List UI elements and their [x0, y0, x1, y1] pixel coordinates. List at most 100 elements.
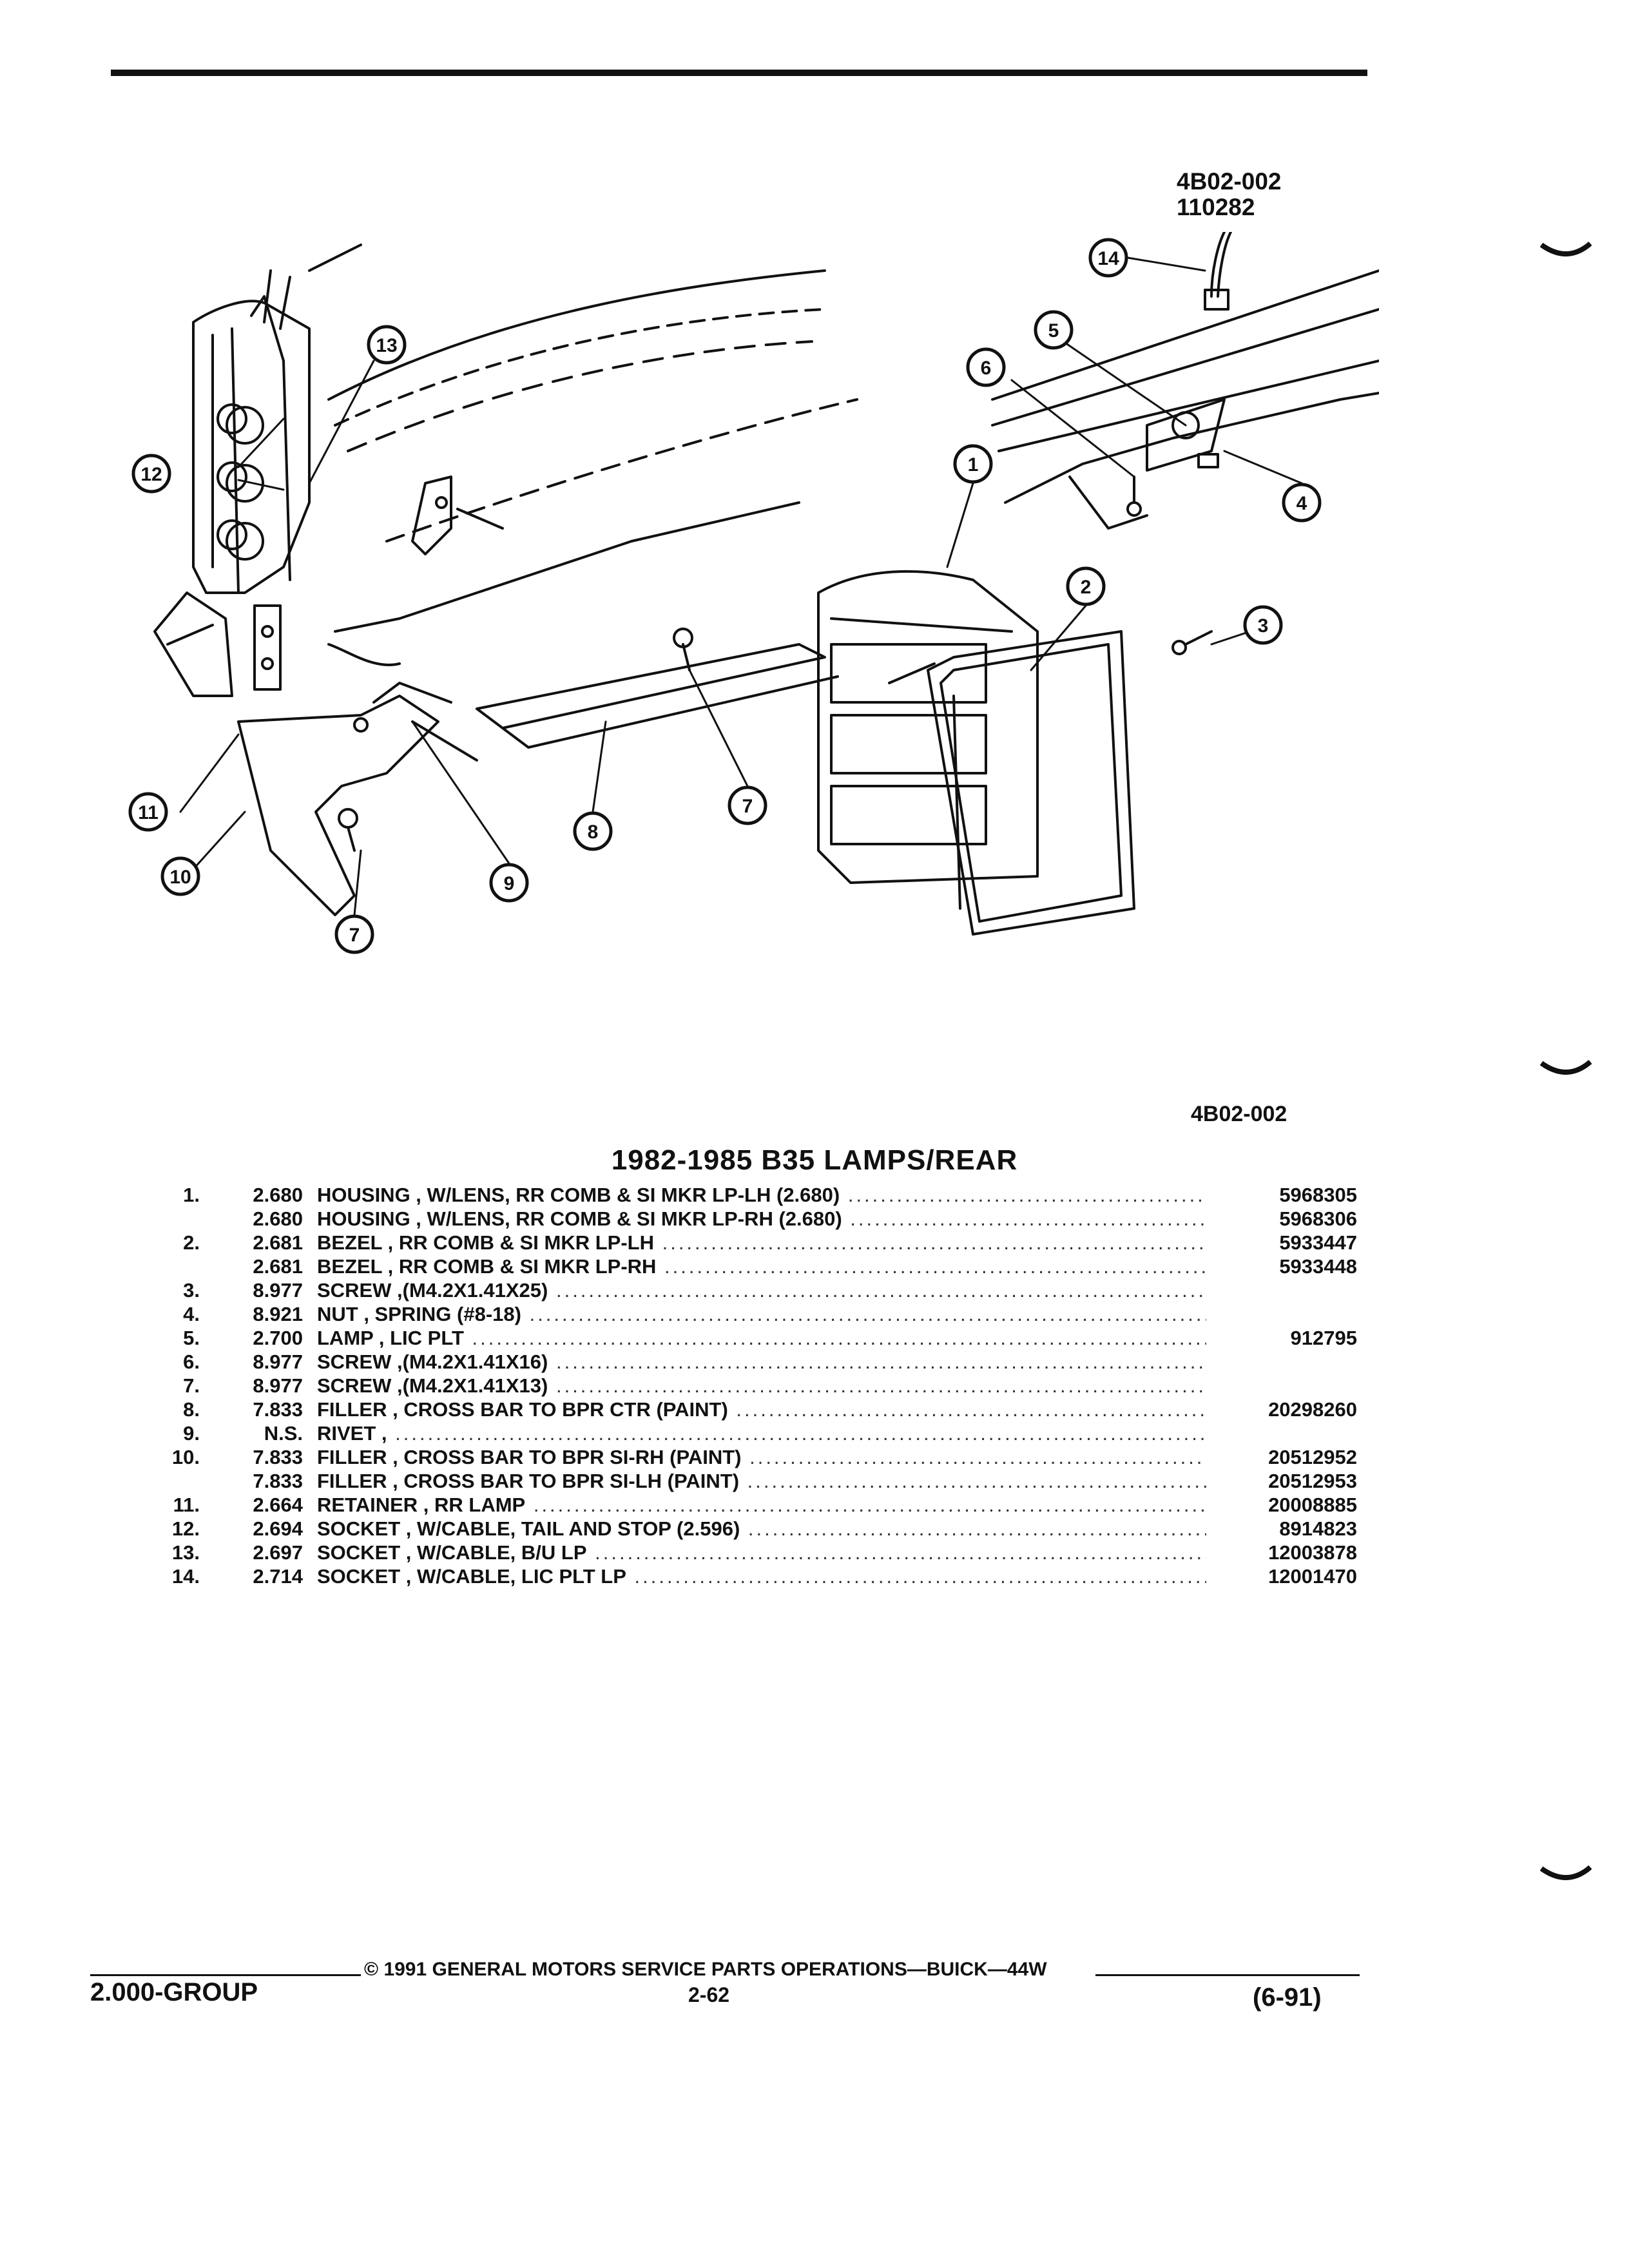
group-number: 2.694	[253, 1517, 303, 1540]
ref-number: 11.	[173, 1494, 200, 1516]
part-detail: , CROSS BAR TO BPR SI-LH (PAINT)	[387, 1470, 740, 1492]
ref-number: 9.	[183, 1422, 200, 1445]
dot-leader: ........................................…	[662, 1231, 1206, 1254]
group-number: 2.680	[253, 1184, 303, 1206]
part-description: SOCKET , W/CABLE, TAIL AND STOP (2.596) …	[317, 1517, 1206, 1541]
callout-2	[1066, 566, 1106, 606]
callout-8	[573, 811, 613, 851]
part-detail: , W/LENS, RR COMB & SI MKR LP-RH (2.680)	[410, 1207, 842, 1230]
dot-leader: ........................................…	[747, 1470, 1206, 1492]
parts-row: 2.681 BEZEL , RR COMB & SI MKR LP-RH ....…	[148, 1254, 1360, 1278]
part-detail: ,(M4.2X1.41X16)	[391, 1350, 548, 1373]
part-name: FILLER	[317, 1470, 387, 1492]
parts-row: 12. 2.694 SOCKET , W/CABLE, TAIL AND STOP …	[148, 1517, 1360, 1541]
part-number: 5968305	[1279, 1184, 1357, 1206]
callout-9	[489, 863, 529, 903]
callout-11	[128, 792, 168, 832]
dot-leader: ........................................…	[595, 1541, 1206, 1564]
dot-leader: ........................................…	[664, 1255, 1206, 1278]
svg-text:13: 13	[376, 335, 397, 356]
page-number: 2-62	[688, 1983, 730, 2006]
page-title: 1982-1985 B35 LAMPS/REAR	[611, 1144, 1018, 1176]
part-detail: , SPRING (#8-18)	[358, 1303, 521, 1325]
part-description: BEZEL , RR COMB & SI MKR LP-RH .........…	[317, 1254, 1206, 1278]
svg-text:4: 4	[1296, 493, 1307, 514]
part-name: SCREW	[317, 1374, 392, 1397]
part-name: SOCKET	[317, 1565, 401, 1588]
svg-text:9: 9	[504, 873, 515, 894]
bezel-drawing	[927, 630, 1135, 936]
svg-text:8: 8	[588, 822, 599, 843]
dot-leader: ........................................…	[395, 1422, 1206, 1445]
quarter-panel-drawing	[153, 244, 362, 697]
ref-number: 10.	[171, 1446, 200, 1468]
callout-5	[1034, 310, 1074, 350]
part-description: LAMP , LIC PLT .........................…	[317, 1326, 1206, 1350]
callout-14	[1088, 238, 1128, 278]
svg-text:12: 12	[140, 464, 162, 485]
part-name: BEZEL	[317, 1231, 383, 1254]
ref-number: 12.	[171, 1517, 200, 1540]
part-detail: , W/CABLE, LIC PLT LP	[400, 1565, 626, 1588]
group-number: 7.833	[253, 1398, 303, 1421]
part-description: HOUSING , W/LENS, RR COMB & SI MKR LP-LH…	[317, 1183, 1206, 1207]
part-description: BEZEL , RR COMB & SI MKR LP-LH .........…	[317, 1231, 1206, 1254]
dot-leader: ........................................…	[533, 1494, 1206, 1516]
svg-text:11: 11	[138, 802, 159, 823]
ref-number: 13.	[171, 1541, 200, 1564]
part-name: HOUSING	[317, 1207, 410, 1230]
group-number: 2.680	[253, 1207, 303, 1230]
dot-leader: ........................................…	[749, 1446, 1206, 1468]
part-detail: , CROSS BAR TO BPR SI-RH (PAINT)	[387, 1446, 742, 1468]
socket-drawings	[217, 403, 282, 691]
part-name: SOCKET	[317, 1541, 401, 1564]
part-name: RIVET	[317, 1422, 376, 1445]
part-name: NUT	[317, 1303, 358, 1325]
callout-circles	[128, 238, 1322, 954]
part-description: FILLER , CROSS BAR TO BPR SI-RH (PAINT) …	[317, 1445, 1206, 1469]
part-number: 5933447	[1279, 1231, 1357, 1254]
binder-mark	[1540, 1865, 1592, 1880]
figure-date: 110282	[1177, 194, 1255, 220]
part-number: 12001470	[1268, 1565, 1357, 1588]
part-number: 20512952	[1268, 1446, 1357, 1468]
part-description: RIVET , ................................…	[317, 1421, 1206, 1445]
svg-text:7: 7	[349, 925, 360, 946]
part-detail: ,	[376, 1422, 387, 1445]
part-detail: , W/CABLE, TAIL AND STOP (2.596)	[400, 1517, 740, 1540]
rear-panel-drawing	[991, 232, 1379, 530]
group-number: 2.700	[253, 1327, 303, 1349]
part-number: 8914823	[1279, 1517, 1357, 1540]
group-number: 2.681	[253, 1255, 303, 1278]
figure-code: 4B02-002	[1177, 168, 1282, 195]
group-number: 8.977	[253, 1374, 303, 1397]
ref-number: 3.	[183, 1279, 200, 1302]
deck-lid-lines	[327, 269, 858, 666]
part-description: SCREW ,(M4.2X1.41X13) ..................…	[317, 1374, 1206, 1398]
parts-row: 5. 2.700 LAMP , LIC PLT ..................…	[148, 1326, 1360, 1350]
dot-leader: ........................................…	[634, 1565, 1206, 1588]
group-number: N.S.	[264, 1422, 303, 1445]
ref-number: 6.	[183, 1350, 200, 1373]
group-number: 8.977	[253, 1350, 303, 1373]
callout-1	[953, 444, 993, 484]
ref-number: 4.	[183, 1303, 200, 1325]
group-number: 8.921	[253, 1303, 303, 1325]
parts-row: 2.680 HOUSING , W/LENS, RR COMB & SI MKR …	[148, 1207, 1360, 1231]
callout-4	[1282, 483, 1322, 523]
group-number: 8.977	[253, 1279, 303, 1302]
part-name: FILLER	[317, 1446, 387, 1468]
part-detail: , W/CABLE, B/U LP	[400, 1541, 587, 1564]
ref-number: 5.	[183, 1327, 200, 1349]
part-detail: ,(M4.2X1.41X25)	[391, 1279, 548, 1302]
callout-12	[131, 454, 171, 494]
part-number: 20298260	[1268, 1398, 1357, 1421]
group-number: 2.681	[253, 1231, 303, 1254]
part-detail: , LIC PLT	[373, 1327, 464, 1349]
